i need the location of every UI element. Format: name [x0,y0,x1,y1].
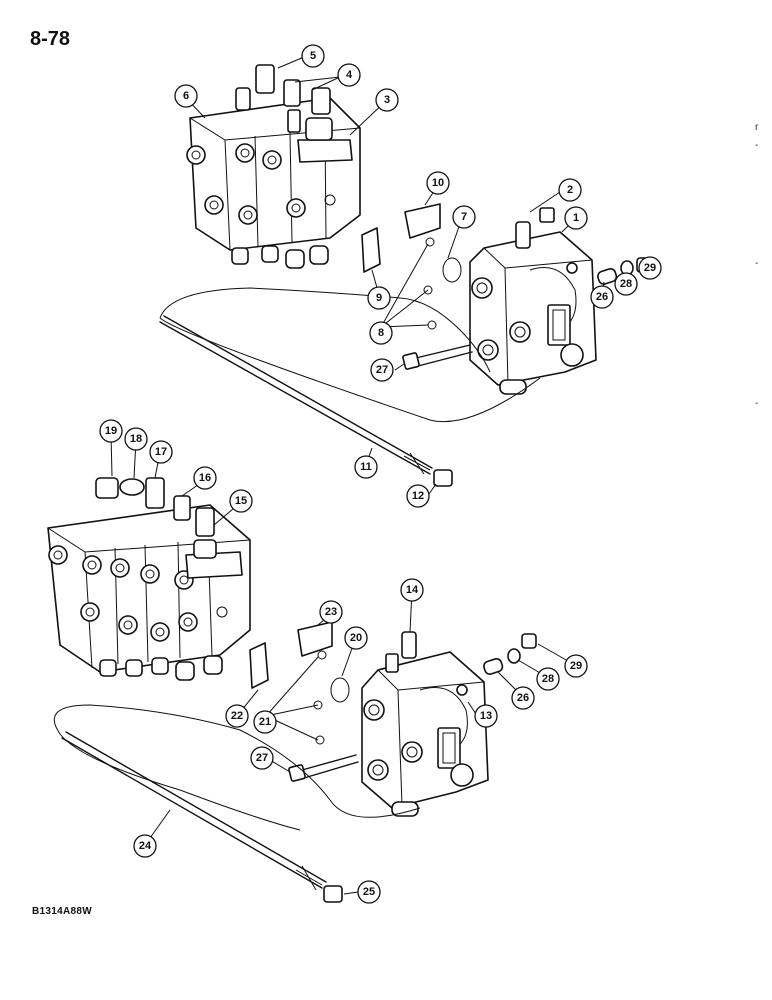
svg-text:1: 1 [573,212,579,224]
svg-text:18: 18 [130,433,142,445]
svg-text:21: 21 [259,716,271,728]
svg-text:26: 26 [596,291,608,303]
svg-text:6: 6 [183,90,189,102]
callout-28-lower: 28 [536,667,560,691]
callout-5: 5 [301,44,325,68]
svg-text:4: 4 [346,69,353,81]
upper-valve-bank [186,64,361,269]
callout-17: 17 [149,440,173,464]
page-number: 8-78 [30,28,71,50]
callout-6: 6 [174,84,198,108]
callout-24: 24 [133,834,157,858]
callout-1: 1 [564,206,588,230]
svg-text:24: 24 [139,840,152,852]
edge-mark: - [755,258,759,269]
callout-16: 16 [193,466,217,490]
svg-text:19: 19 [105,425,117,437]
callout-27-upper: 27 [370,358,394,382]
callout-25: 25 [357,880,381,904]
upper-inlet-section [469,207,597,395]
callout-26-upper: 26 [590,285,614,309]
svg-text:27: 27 [256,752,268,764]
callout-7: 7 [452,205,476,229]
callout-28-upper: 28 [614,272,638,296]
svg-text:25: 25 [363,886,375,898]
callout-4: 4 [337,63,361,87]
svg-text:17: 17 [155,446,167,458]
svg-text:28: 28 [620,278,632,290]
callout-18: 18 [124,427,148,451]
svg-text:16: 16 [199,472,211,484]
svg-text:10: 10 [432,177,444,189]
svg-text:20: 20 [350,632,362,644]
svg-text:12: 12 [412,490,424,502]
callout-26-lower: 26 [511,686,535,710]
callout-12: 12 [406,484,430,508]
callout-14: 14 [400,578,424,602]
callout-27-lower: 27 [250,746,274,770]
edge-mark: - [755,398,759,409]
svg-text:15: 15 [235,495,247,507]
svg-text:23: 23 [325,606,337,618]
svg-text:3: 3 [384,94,390,106]
svg-text:22: 22 [231,710,243,722]
svg-text:28: 28 [542,673,554,685]
lower-valve-bank [47,477,251,681]
callout-10: 10 [426,171,450,195]
callout-21: 21 [253,710,277,734]
callout-22: 22 [225,704,249,728]
callout-11: 11 [354,455,378,479]
svg-text:26: 26 [517,692,529,704]
callout-19: 19 [99,419,123,443]
callout-29-upper: 29 [638,256,662,280]
figure-code: B1314A88W [32,906,92,917]
svg-text:29: 29 [644,262,656,274]
svg-text:7: 7 [461,211,467,223]
lower-small-parts [53,621,537,903]
svg-text:14: 14 [406,584,419,596]
callout-20: 20 [344,626,368,650]
callout-13: 13 [474,704,498,728]
edge-mark: r [755,122,759,133]
callout-23: 23 [319,600,343,624]
svg-text:29: 29 [570,660,582,672]
callout-29-lower: 29 [564,654,588,678]
svg-text:8: 8 [378,327,384,339]
callout-8: 8 [369,321,393,345]
edge-mark: - [755,140,759,151]
callout-2: 2 [558,178,582,202]
svg-text:27: 27 [376,364,388,376]
lower-inlet-section [361,631,489,817]
callout-3: 3 [375,88,399,112]
svg-text:11: 11 [360,461,372,473]
svg-text:13: 13 [480,710,492,722]
svg-text:5: 5 [310,50,316,62]
callout-9: 9 [367,286,391,310]
callout-15: 15 [229,489,253,513]
svg-text:2: 2 [567,184,573,196]
svg-text:9: 9 [376,292,382,304]
